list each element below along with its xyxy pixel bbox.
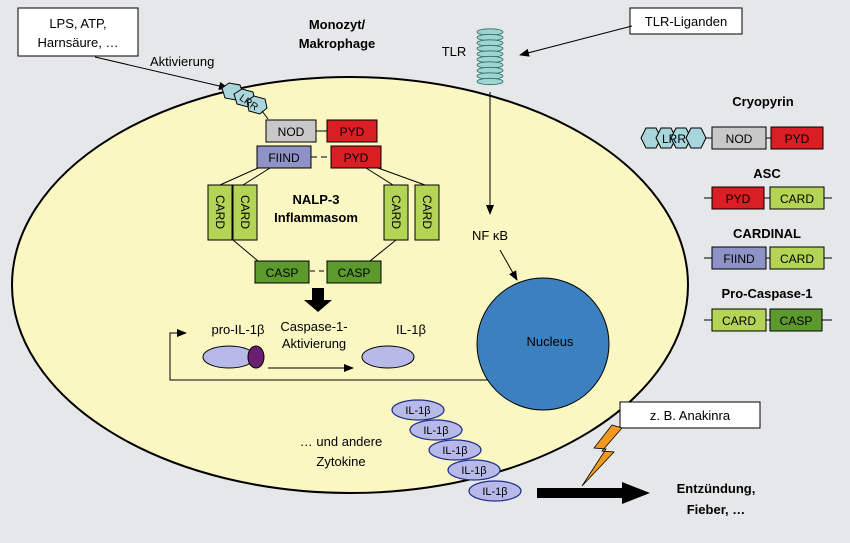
legend: Cryopyrin LRR NOD PYD ASC PYD CARD CARDI… xyxy=(640,94,832,332)
card-domain-1: CARD xyxy=(207,184,233,241)
legend-procasp-casp-label: CASP xyxy=(780,314,813,328)
pro-il1b-label: pro-IL-1β xyxy=(212,322,265,337)
casp-domain-2 xyxy=(326,260,382,284)
il1b-molecule: IL-1β xyxy=(391,399,445,421)
nfkb-arrow xyxy=(499,249,518,281)
legend-cryopyrin-title: Cryopyrin xyxy=(732,94,793,109)
il1b-molecule-label: IL-1β xyxy=(482,486,507,498)
output-arrow xyxy=(537,482,650,504)
aktivierung-label: Aktivierung xyxy=(150,54,214,69)
cell-title-line1: Monozyt/ xyxy=(309,17,366,32)
il1b-molecule-label: IL-1β xyxy=(461,465,486,477)
tlr-receptor xyxy=(476,28,504,86)
cell-pyd-label-1: PYD xyxy=(340,125,365,139)
legend-procasp-title: Pro-Caspase-1 xyxy=(721,286,812,301)
activation-down-arrow xyxy=(304,288,332,312)
casp-label-1: CASP xyxy=(266,266,299,280)
legend-asc-card-label: CARD xyxy=(780,192,814,206)
il1b-molecule: IL-1β xyxy=(428,439,482,461)
card-domain-4: CARD xyxy=(414,184,440,241)
anakinra-box xyxy=(619,401,761,429)
il1b-molecule: IL-1β xyxy=(468,480,522,502)
nalp3-line2: Inflammasom xyxy=(274,210,358,225)
legend-asc-pyd-label: PYD xyxy=(726,192,751,206)
cell-pyd-domain-2 xyxy=(330,145,382,169)
lightning-bolt-icon xyxy=(581,424,623,487)
legend-pyd-box xyxy=(770,126,824,150)
lps-arrow xyxy=(94,56,229,90)
tlr-coil-ring xyxy=(476,77,504,86)
cell-title-line2: Makrophage xyxy=(299,36,376,51)
legend-cardinal-title: CARDINAL xyxy=(733,226,801,241)
nalp3-line1: NALP-3 xyxy=(293,192,340,207)
zytokine-line2: Zytokine xyxy=(316,454,365,469)
caspase-line2: Aktivierung xyxy=(282,336,346,351)
cell-pyd-label-2: PYD xyxy=(344,151,369,165)
il1b-molecule-label: IL-1β xyxy=(442,445,467,457)
card-label-1: CARD xyxy=(213,195,227,229)
lps-box: LPS, ATP, Harnsäure, … xyxy=(17,7,139,57)
zytokine-line1: … und andere xyxy=(300,434,382,449)
entzuendung-line1: Entzündung, xyxy=(677,481,756,496)
pro-domain-shape xyxy=(247,345,265,369)
legend-procasp-card-label: CARD xyxy=(722,314,756,328)
legend-cardinal-card-label: CARD xyxy=(780,252,814,266)
inflammasome-links xyxy=(219,167,426,272)
card-domain-2: CARD xyxy=(232,184,258,241)
casp-label-2: CASP xyxy=(338,266,371,280)
il1b-molecule-label: IL-1β xyxy=(423,425,448,437)
ligand-arrow xyxy=(519,25,633,57)
caspase-line1: Caspase-1- xyxy=(280,319,347,334)
tlr-liganden-label: TLR-Liganden xyxy=(645,14,727,29)
nfkb-label: NF κB xyxy=(472,228,508,243)
legend-cryopyrin-lrr: LRR xyxy=(640,127,707,149)
lps-box-line2: Harnsäure, … xyxy=(38,35,119,50)
card-label-4: CARD xyxy=(420,195,434,229)
pro-il1b-shape xyxy=(202,345,256,369)
lrr-nod-link xyxy=(261,110,269,120)
tlr-label: TLR xyxy=(442,44,467,59)
lps-box-line1: LPS, ATP, xyxy=(49,16,106,31)
il1b-molecule: IL-1β xyxy=(447,459,501,481)
tlr-liganden-box: TLR-Liganden xyxy=(629,7,743,35)
cell-lrr-domain: LRR xyxy=(221,82,268,115)
anakinra-label: z. B. Anakinra xyxy=(650,408,731,423)
il1b-shape xyxy=(361,345,415,369)
il1b-label: IL-1β xyxy=(396,322,426,337)
card-domain-3: CARD xyxy=(383,184,409,241)
legend-nod-label: NOD xyxy=(726,132,753,146)
cell-nod-label: NOD xyxy=(278,125,305,139)
cell-pyd-domain-1 xyxy=(326,119,378,143)
nucleus-label: Nucleus xyxy=(527,334,574,349)
legend-cardinal-fiind-label: FIIND xyxy=(723,252,755,266)
entzuendung-line2: Fieber, … xyxy=(687,502,746,517)
legend-asc-title: ASC xyxy=(753,166,781,181)
legend-lrr-label: LRR xyxy=(662,132,686,146)
card-label-2: CARD xyxy=(238,195,252,229)
card-label-3: CARD xyxy=(389,195,403,229)
il1b-molecule: IL-1β xyxy=(409,419,463,441)
cell-fiind-label: FIIND xyxy=(268,151,300,165)
nucleus xyxy=(476,277,610,411)
legend-pyd-label: PYD xyxy=(785,132,810,146)
il1b-molecule-label: IL-1β xyxy=(405,405,430,417)
casp-domain-1 xyxy=(254,260,310,284)
